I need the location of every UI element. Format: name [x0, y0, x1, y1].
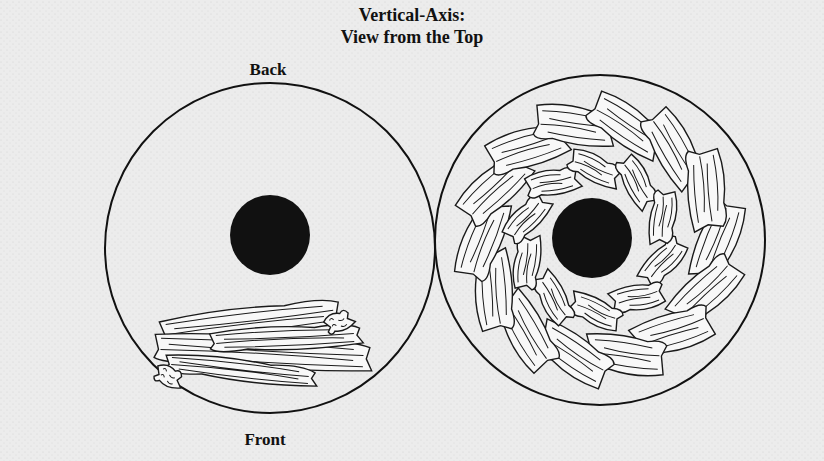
- clothes-bundle: [152, 296, 373, 391]
- cloth-outline: [322, 306, 357, 336]
- clothes-ring: [451, 88, 749, 392]
- cloth-outline: [635, 233, 691, 291]
- cloth-piece: [322, 306, 357, 336]
- cloth-piece: [499, 189, 555, 247]
- cloth-wrinkles: [531, 171, 573, 195]
- cloth-outline: [152, 362, 186, 390]
- position-label: Back: [250, 60, 287, 80]
- cloth-outline: [499, 189, 555, 247]
- cloth-wrinkles: [653, 196, 674, 238]
- cloth-wrinkles: [507, 199, 546, 240]
- cloth-wrinkles: [159, 368, 176, 385]
- cloth-wrinkles: [329, 314, 347, 331]
- drum-outline: [435, 75, 765, 405]
- cloth-piece: [164, 351, 318, 389]
- cloth-wrinkles: [572, 153, 615, 184]
- cloth-wrinkles: [517, 242, 538, 284]
- cloth-outline: [647, 190, 679, 247]
- cloth-outline: [684, 148, 730, 232]
- cloth-wrinkles: [575, 296, 618, 327]
- cloth-piece: [684, 148, 730, 232]
- cloth-piece: [647, 190, 679, 247]
- diagram-title: Vertical-Axis: View from the Top: [339, 4, 486, 48]
- cloth-wrinkles: [619, 160, 653, 203]
- cloth-outline: [164, 351, 318, 389]
- cloth-wrinkles: [617, 285, 659, 309]
- drum-outline: [105, 83, 435, 413]
- cloth-piece: [152, 362, 186, 390]
- cloth-wrinkles: [171, 356, 310, 384]
- position-label: Front: [244, 430, 285, 450]
- cloth-wrinkles: [644, 241, 683, 282]
- agitator-post: [552, 198, 632, 278]
- cloth-wrinkles: [537, 277, 571, 320]
- agitator-post: [230, 195, 310, 275]
- cloth-piece: [635, 233, 691, 291]
- cloth-wrinkles: [691, 155, 721, 223]
